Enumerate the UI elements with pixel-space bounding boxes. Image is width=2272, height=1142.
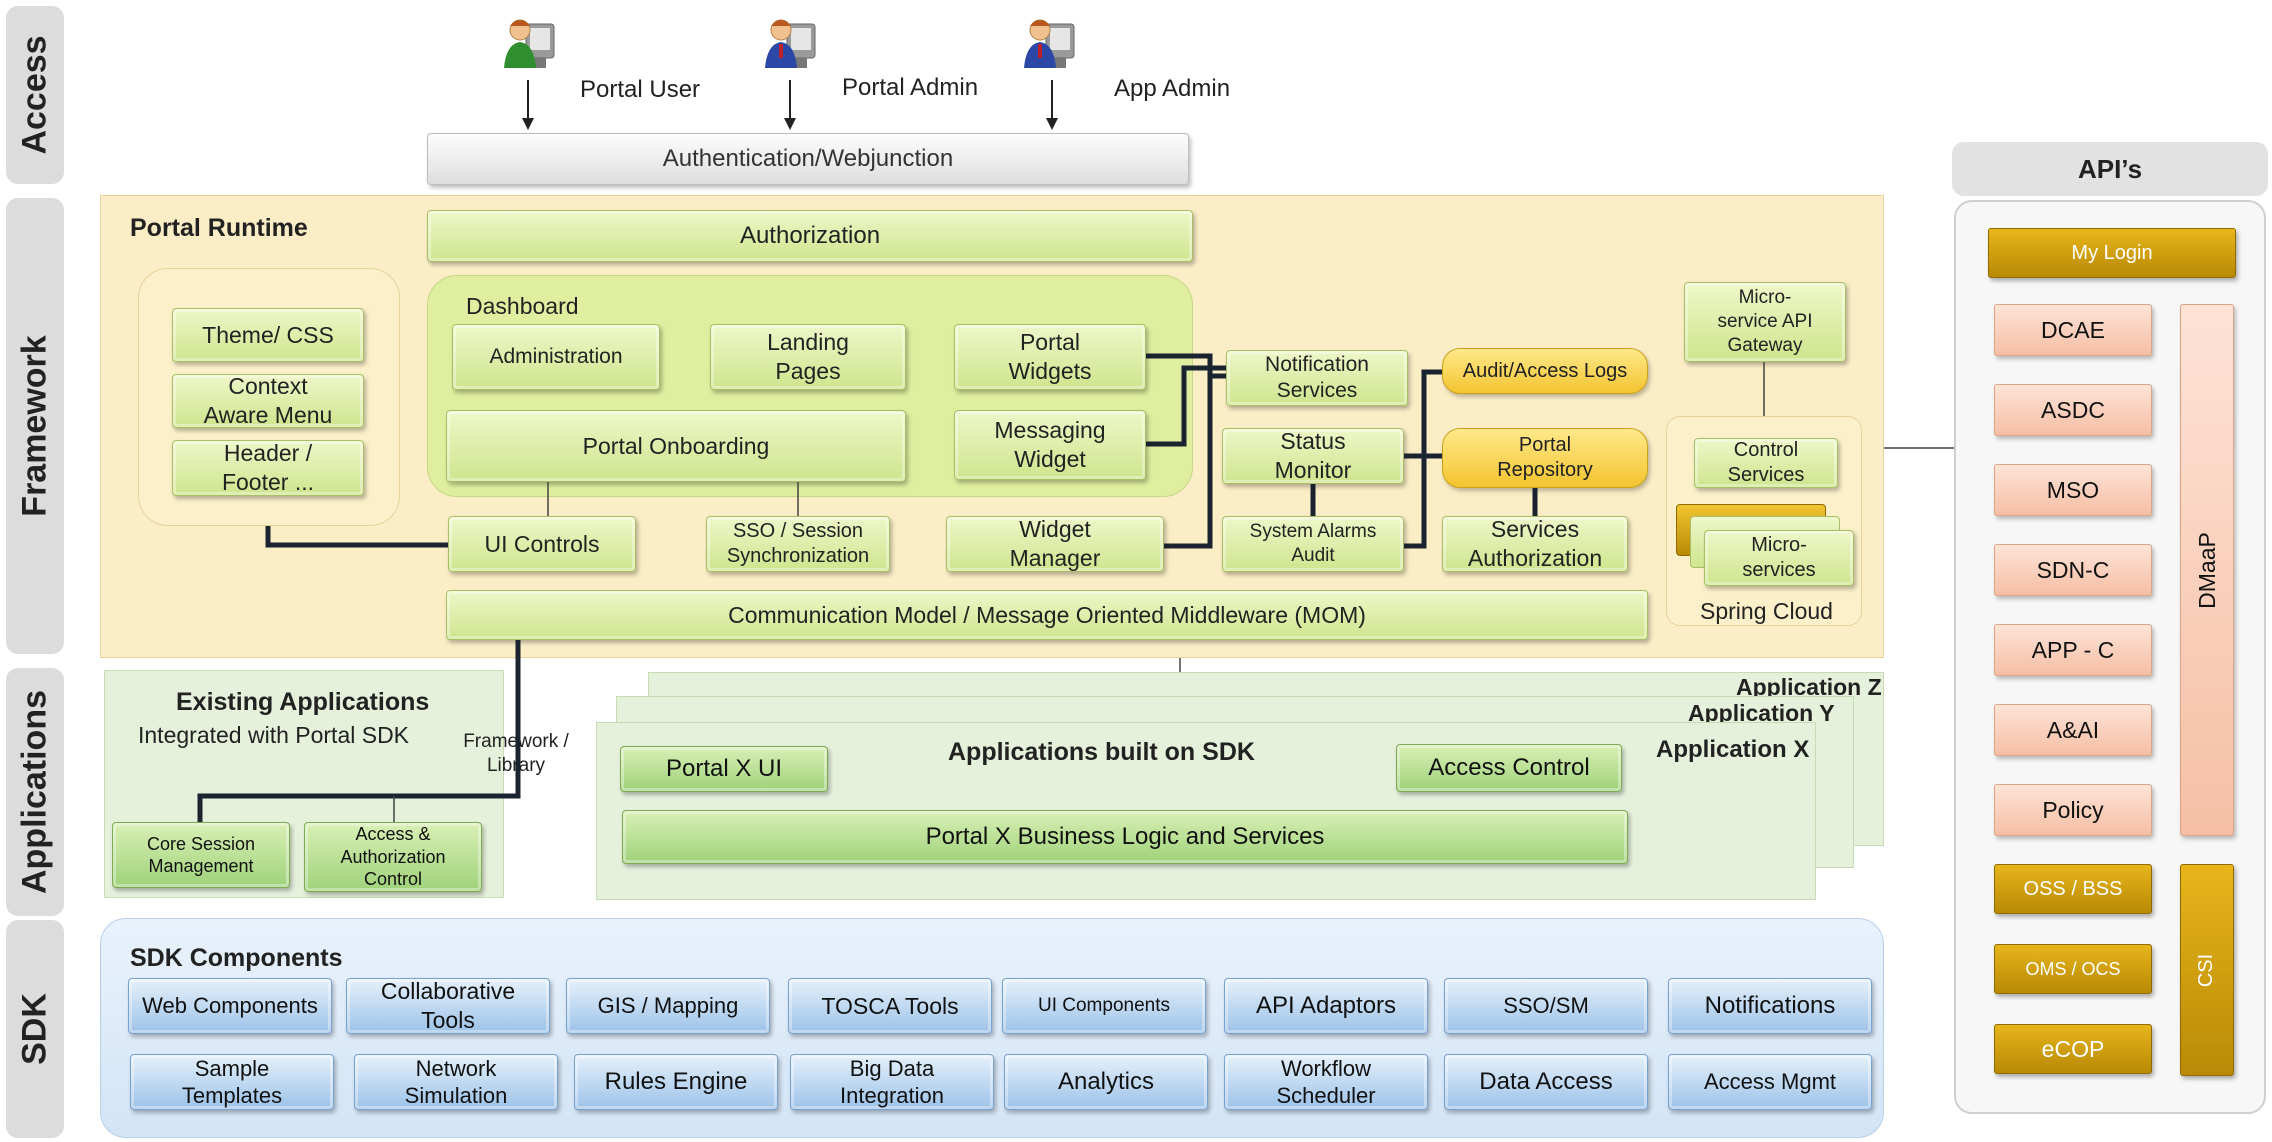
user-label-app-admin: App Admin (1114, 75, 1231, 102)
application-z-label: Application Z (1736, 674, 1882, 700)
portal-widgets-box[interactable]: Portal Widgets (954, 324, 1146, 390)
application-y-label: Application Y (1688, 700, 1835, 726)
theme-css-box[interactable]: Theme/ CSS (172, 308, 364, 362)
ui-controls-box[interactable]: UI Controls (448, 516, 636, 572)
apis-title: API’s (1952, 142, 2268, 196)
sdk-access-mgmt[interactable]: Access Mgmt (1668, 1054, 1872, 1110)
sdk-tosca-tools[interactable]: TOSCA Tools (788, 978, 992, 1034)
api-mso[interactable]: MSO (1994, 464, 2152, 516)
portal-runtime-title: Portal Runtime (130, 214, 308, 242)
app-admin-icon (1024, 19, 1075, 68)
sdk-analytics[interactable]: Analytics (1004, 1054, 1208, 1110)
access-authorization-control-box[interactable]: Access & Authorization Control (304, 822, 482, 892)
sdk-sso-sm[interactable]: SSO/SM (1444, 978, 1648, 1034)
sdk-network-simulation[interactable]: Network Simulation (354, 1054, 558, 1110)
csi-oss-bss[interactable]: OSS / BSS (1994, 864, 2152, 914)
user-label-portal-user: Portal User (580, 76, 701, 103)
api-dcae[interactable]: DCAE (1994, 304, 2152, 356)
csi-oms-ocs[interactable]: OMS / OCS (1994, 944, 2152, 994)
dmaap-bar[interactable]: DMaaP (2180, 304, 2234, 836)
dashboard-title: Dashboard (466, 293, 579, 319)
api-policy[interactable]: Policy (1994, 784, 2152, 836)
audit-access-logs-db[interactable]: Audit/Access Logs (1442, 348, 1648, 394)
system-alarms-audit-box[interactable]: System Alarms Audit (1222, 516, 1404, 572)
api-sdn-c[interactable]: SDN-C (1994, 544, 2152, 596)
landing-pages-box[interactable]: Landing Pages (710, 324, 906, 390)
portal-repository-db[interactable]: Portal Repository (1442, 428, 1648, 488)
administration-box[interactable]: Administration (452, 324, 660, 390)
access-arrows (522, 80, 1058, 130)
existing-applications-title: Existing Applications (176, 688, 430, 716)
header-footer-box[interactable]: Header / Footer ... (172, 440, 364, 496)
widget-manager-box[interactable]: Widget Manager (946, 516, 1164, 572)
spring-cloud-label: Spring Cloud (1700, 598, 1833, 624)
messaging-widget-box[interactable]: Messaging Widget (954, 410, 1146, 480)
notification-services-box[interactable]: Notification Services (1226, 350, 1408, 406)
sdk-gis-mapping[interactable]: GIS / Mapping (566, 978, 770, 1034)
thin-links (393, 362, 1954, 822)
api-asdc[interactable]: ASDC (1994, 384, 2152, 436)
csi-ecop[interactable]: eCOP (1994, 1024, 2152, 1074)
csi-bar[interactable]: CSI (2180, 864, 2234, 1076)
sdk-workflow-scheduler[interactable]: Workflow Scheduler (1224, 1054, 1428, 1110)
micro-services-box[interactable]: Micro- services (1704, 530, 1854, 586)
band-access: Access (6, 6, 64, 184)
authorization-box[interactable]: Authorization (427, 210, 1193, 262)
core-session-management-box[interactable]: Core Session Management (112, 822, 290, 888)
existing-applications-subtitle: Integrated with Portal SDK (138, 722, 410, 748)
portal-onboarding-box[interactable]: Portal Onboarding (446, 410, 906, 482)
sdk-sample-templates[interactable]: Sample Templates (130, 1054, 334, 1110)
user-icon (504, 19, 555, 68)
sdk-data-access[interactable]: Data Access (1444, 1054, 1648, 1110)
sso-session-box[interactable]: SSO / Session Synchronization (706, 516, 890, 572)
authentication-webjunction[interactable]: Authentication/Webjunction (427, 133, 1189, 185)
mom-box[interactable]: Communication Model / Message Oriented M… (446, 590, 1648, 640)
sdk-api-adaptors[interactable]: API Adaptors (1224, 978, 1428, 1034)
thick-links (197, 353, 1538, 822)
status-monitor-box[interactable]: Status Monitor (1222, 428, 1404, 484)
user-label-portal-admin: Portal Admin (842, 74, 979, 101)
sdk-rules-engine[interactable]: Rules Engine (574, 1054, 778, 1110)
api-gateway-box[interactable]: Micro- service API Gateway (1684, 282, 1846, 362)
context-aware-menu-box[interactable]: Context Aware Menu (172, 373, 364, 428)
band-applications: Applications (6, 668, 64, 916)
my-login-box[interactable]: My Login (1988, 228, 2236, 278)
sdk-collaborative-tools[interactable]: Collaborative Tools (346, 978, 550, 1034)
applications-built-title: Applications built on SDK (948, 738, 1255, 766)
admin-icon (765, 19, 816, 68)
access-control-box[interactable]: Access Control (1396, 744, 1622, 792)
application-x-label: Application X (1656, 736, 1810, 763)
band-framework: Framework (6, 198, 64, 654)
control-services-box[interactable]: Control Services (1694, 438, 1838, 488)
sdk-ui-components[interactable]: UI Components (1002, 978, 1206, 1034)
services-authorization-box[interactable]: Services Authorization (1442, 516, 1628, 572)
sdk-components-title: SDK Components (130, 944, 343, 972)
api-a-and-ai[interactable]: A&AI (1994, 704, 2152, 756)
business-logic-box[interactable]: Portal X Business Logic and Services (622, 810, 1628, 864)
sdk-big-data-integration[interactable]: Big Data Integration (790, 1054, 994, 1110)
sdk-web-components[interactable]: Web Components (128, 978, 332, 1034)
band-sdk: SDK (6, 920, 64, 1138)
sdk-notifications[interactable]: Notifications (1668, 978, 1872, 1034)
portal-x-ui-box[interactable]: Portal X UI (620, 746, 828, 792)
api-app-c[interactable]: APP - C (1994, 624, 2152, 676)
